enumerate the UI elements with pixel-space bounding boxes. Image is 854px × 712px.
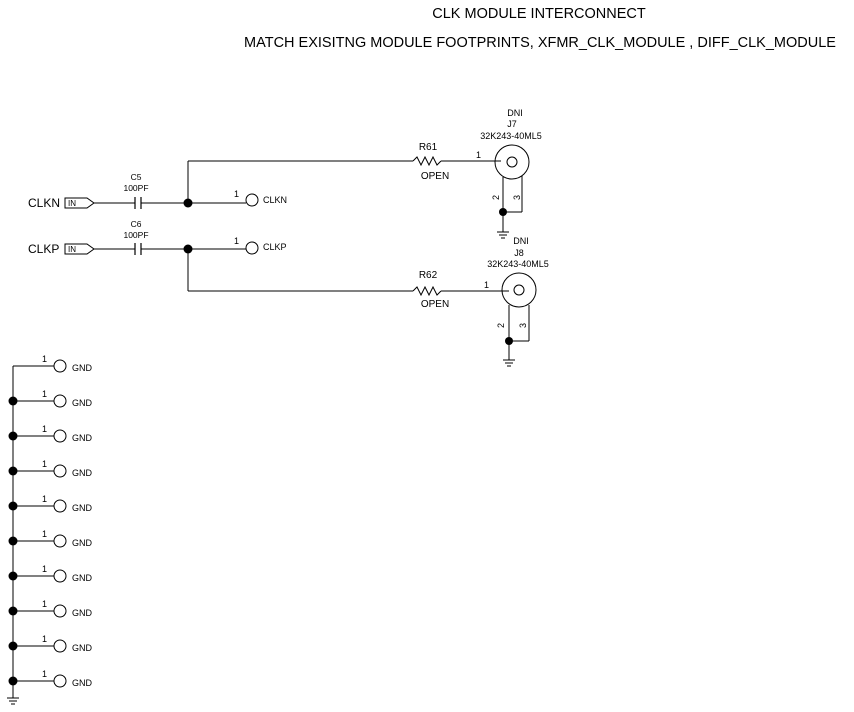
gnd-bus-ground-symbol: [7, 697, 19, 705]
clkp-port-flag: [64, 243, 95, 255]
gnd-testpoint-pin: 1: [42, 494, 47, 504]
gnd-bus-junction: [8, 396, 18, 406]
clkp-tp-net: CLKP: [263, 242, 287, 252]
gnd-bus-junction: [8, 466, 18, 476]
gnd-testpoint-pin: 1: [42, 634, 47, 644]
gnd-testpoint-net: GND: [72, 363, 93, 373]
c6-ref: C6: [131, 219, 142, 229]
resistor-r61: R61 OPEN: [412, 142, 449, 182]
gnd-testpoint-pin: 1: [42, 459, 47, 469]
j8-ref: J8: [514, 248, 524, 258]
gnd-testpoint-net: GND: [72, 538, 93, 548]
gnd-testpoint-symbol: [53, 359, 67, 373]
j7-part: 32K243-40ML5: [480, 131, 542, 141]
gnd-testpoint-symbol: [53, 464, 67, 478]
gnd-testpoint-symbol: [53, 394, 67, 408]
j7-pin2: 2: [491, 195, 501, 200]
j7-pin3: 3: [512, 195, 522, 200]
gnd-testpoint-pin: 1: [42, 599, 47, 609]
j8-pin3: 3: [518, 323, 528, 328]
gnd-testpoint-symbol: [53, 534, 67, 548]
gnd-testpoint-net: GND: [72, 678, 93, 688]
gnd-testpoint-net: GND: [72, 398, 93, 408]
gnd-testpoint-net: GND: [72, 433, 93, 443]
r61-ref: R61: [419, 142, 438, 153]
gnd-bus-junction: [8, 536, 18, 546]
j8-part: 32K243-40ML5: [487, 259, 549, 269]
r62-pin-1: 1: [484, 280, 489, 290]
j7-dni: DNI: [507, 108, 523, 118]
gnd-bus-junction: [8, 431, 18, 441]
j7-ref: J7: [507, 119, 517, 129]
gnd-testpoint-net: GND: [72, 573, 93, 583]
sheet-title: CLK MODULE INTERCONNECT: [432, 6, 646, 22]
gnd-testpoint-net: GND: [72, 468, 93, 478]
gnd-testpoint-pin: 1: [42, 389, 47, 399]
gnd-bus-junction: [8, 606, 18, 616]
r62-ref: R62: [419, 270, 438, 281]
gnd-testpoint-pin: 1: [42, 564, 47, 574]
clkn-testpoint: 1 CLKN: [234, 189, 287, 207]
r61-value: OPEN: [421, 171, 449, 182]
sheet-subtitle: MATCH EXISITNG MODULE FOOTPRINTS, XFMR_C…: [244, 35, 836, 51]
gnd-testpoint-net: GND: [72, 643, 93, 653]
c5-value: 100PF: [123, 183, 148, 193]
j8-ground-symbol: [503, 359, 515, 367]
capacitor-c6: C6 100PF: [123, 219, 149, 255]
gnd-testpoint-symbol: [53, 569, 67, 583]
gnd-bus-junction: [8, 641, 18, 651]
gnd-testpoint-pin: 1: [42, 354, 47, 364]
gnd-testpoint-symbol: [53, 429, 67, 443]
gnd-testpoint-symbol: [53, 499, 67, 513]
gnd-testpoint-pin: 1: [42, 424, 47, 434]
j7-ground-symbol: [497, 231, 509, 239]
clkn-tp-net: CLKN: [263, 195, 287, 205]
clkp-tp-pin: 1: [234, 236, 239, 246]
connector-j7: DNI J7 32K243-40ML5 2 3: [480, 108, 542, 239]
clkn-port-type: IN: [68, 199, 76, 208]
r62-value: OPEN: [421, 299, 449, 310]
clkn-tp-pin: 1: [234, 189, 239, 199]
gnd-testpoint-symbol: [53, 674, 67, 688]
gnd-testpoint-pin: 1: [42, 669, 47, 679]
gnd-testpoint-pin: 1: [42, 529, 47, 539]
clkp-port-type: IN: [68, 245, 76, 254]
gnd-bus-junction: [8, 571, 18, 581]
j8-dni: DNI: [513, 236, 529, 246]
resistor-r62: R62 OPEN: [412, 270, 449, 310]
connector-j8: DNI J8 32K243-40ML5 2 3: [487, 236, 549, 367]
clkn-net-label: CLKN: [28, 196, 60, 210]
clkp-input-port: CLKP IN: [28, 242, 95, 256]
gnd-testpoint-symbol: [53, 639, 67, 653]
c5-ref: C5: [131, 172, 142, 182]
clkp-net-label: CLKP: [28, 242, 59, 256]
j8-pin2: 2: [496, 323, 506, 328]
gnd-testpoint-symbol: [53, 604, 67, 618]
clkn-input-port: CLKN IN: [28, 196, 95, 210]
gnd-bus-junction: [8, 501, 18, 511]
gnd-testpoint-net: GND: [72, 608, 93, 618]
clkp-testpoint: 1 CLKP: [234, 236, 287, 255]
r61-pin-1: 1: [476, 150, 481, 160]
gnd-bus-junction: [8, 676, 18, 686]
clkn-port-flag: [64, 197, 95, 209]
c6-value: 100PF: [123, 230, 148, 240]
gnd-testpoint-net: GND: [72, 503, 93, 513]
